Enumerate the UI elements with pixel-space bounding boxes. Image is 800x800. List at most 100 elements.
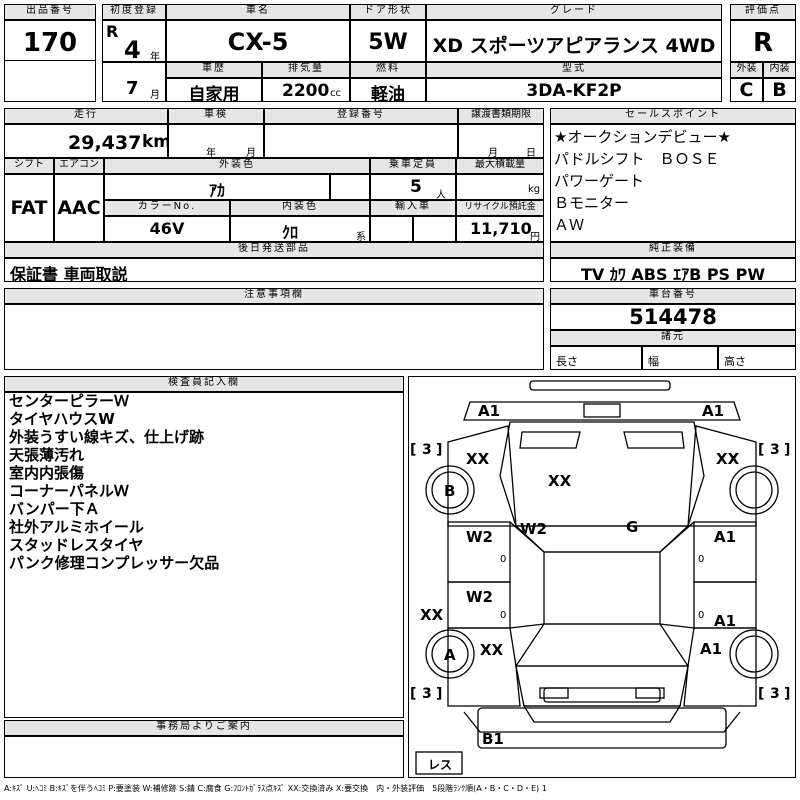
selling-point-item: ＡＷ [554,216,585,234]
later-parts-value: 保証書 車両取説 [10,265,128,284]
selling-point-item: パドルシフト ＢＯＳＥ [554,150,720,168]
ext-color-cell [104,174,330,200]
inspection-month-unit: 月 [246,148,256,159]
mark-door-zero: 0 [698,610,704,621]
spare-tire-status: レス [428,758,452,772]
mileage-cell [4,124,168,158]
history-value: 自家用 [188,85,240,105]
selling-point-item: Ｂモニター [554,194,630,212]
specs-header: 諸元 [550,330,796,346]
spec-height-cell [718,346,796,370]
inspector-note: バンパー下Ａ [9,500,100,518]
inspection-header: 車検 [168,108,264,124]
chassis-header: 車台番号 [550,288,796,304]
chassis-value: 514478 [629,305,717,329]
mark-fr-fender: XX [716,450,740,468]
inspector-notes-list: センターピラーＷ タイヤハウスW 外装うすい線キズ、仕上げ跡 天張薄汚れ 室内内… [9,392,219,572]
legend-text: A:ｷｽﾞ U:ﾍｺﾐ B:ｷｽﾞを伴うﾍｺﾐ P:要塗装 W:補修跡 S:錆 … [4,784,547,793]
seats-header: 乗車定員 [370,158,456,174]
mark-left-rear-lower: XX [420,606,444,624]
mark-door-zero: 0 [698,554,704,565]
reg-no-cell [264,124,458,158]
displacement-unit: cc [330,88,341,99]
seats-value: 5 [410,177,422,197]
mark-front-left: A1 [478,402,500,420]
exterior-grade-cell [730,78,763,102]
inspector-note: センターピラーＷ [9,392,130,410]
inspector-note: タイヤハウスW [9,410,115,428]
door-header: ドア形状 [350,4,426,20]
inspector-cell [4,392,404,718]
svg-text:[: [ [758,442,764,458]
inspector-note: スタッドレスタイヤ [9,536,144,554]
first-reg-year-unit: 年 [150,52,160,63]
fuel-header: 燃料 [350,62,426,78]
svg-text:]: ] [436,442,442,458]
mark-right-rear-fender: A1 [700,640,722,658]
color-no-value: 46V [149,219,185,238]
office-header: 事務局よりご案内 [4,720,404,736]
first-reg-cell [102,20,166,62]
spec-length-label: 長さ [556,355,578,368]
displacement-value: 2200 [282,81,330,101]
shift-cell [4,174,54,242]
inspector-note: 天張薄汚れ [9,446,85,464]
first-reg-month-cell [102,62,166,102]
mark-fl-fender: XX [466,450,490,468]
chassis-cell [550,304,796,330]
fuel-cell [350,78,426,102]
tire-depth-fl: 3 [422,442,432,458]
svg-text:[: [ [758,686,764,702]
spec-width-cell [642,346,718,370]
car-diagram: A1 A1 XX XX XX B W2 G W2 W2 A1 A1 XX XX … [410,380,790,775]
score-value: R [752,28,774,58]
first-reg-year: 4 [124,36,141,64]
mark-door-zero: 0 [500,610,506,621]
svg-text:[: [ [410,686,416,702]
mark-wheel-left-front: B [444,482,455,500]
inspection-cell [168,124,264,158]
svg-text:]: ] [784,686,790,702]
grade-cell [426,20,722,62]
inspection-year-unit: 年 [206,148,216,159]
grade-header: グレード [426,4,722,20]
selling-point-item: パワーゲート [554,172,645,190]
ext-color-header: 外装色 [104,158,370,174]
recycle-cell [456,216,544,242]
selling-points-box [550,124,796,242]
aircon-value: AAC [57,197,101,219]
mileage-header: 走行 [4,108,168,124]
shift-header: シフト [4,158,54,174]
mark-left-rear-door: W2 [466,588,493,606]
office-cell [4,736,404,778]
lot-no-cell [4,20,96,102]
transfer-deadline-cell [458,124,544,158]
displacement-header: 排気量 [262,62,350,78]
transfer-month-unit: 月 [488,148,498,159]
lot-no-divider [4,60,96,61]
equipment-cell [550,258,796,282]
mileage-value: 29,437 [68,132,142,154]
mark-bonnet: XX [548,472,572,490]
seats-unit: 人 [436,190,446,201]
mark-door-zero: 0 [500,554,506,565]
car-diagram-box [408,376,796,778]
first-reg-era: R [106,22,119,41]
notes-header: 注意事項欄 [4,288,544,304]
color-no-cell [104,216,230,242]
selling-points-list: ★オークションデビュー★ パドルシフト ＢＯＳＥ パワーゲート Ｂモニター ＡＷ [554,128,731,234]
lot-no-header: 出品番号 [4,4,96,20]
transfer-deadline-header: 譲渡書類期限 [458,108,544,124]
svg-text:[: [ [410,442,416,458]
ext-color-extra-cell [330,174,370,200]
interior-header: 内装 [763,62,796,78]
score-header: 評価点 [730,4,796,20]
score-cell [730,20,796,62]
mileage-unit: km [142,132,172,152]
first-reg-header: 初度登録 [102,4,166,20]
import-cell-2 [413,216,456,242]
mark-right-rear-door: A1 [714,612,736,630]
transfer-day-unit: 日 [526,148,536,159]
interior-grade-cell [763,78,796,102]
inspector-header: 検査員記入欄 [4,376,404,392]
